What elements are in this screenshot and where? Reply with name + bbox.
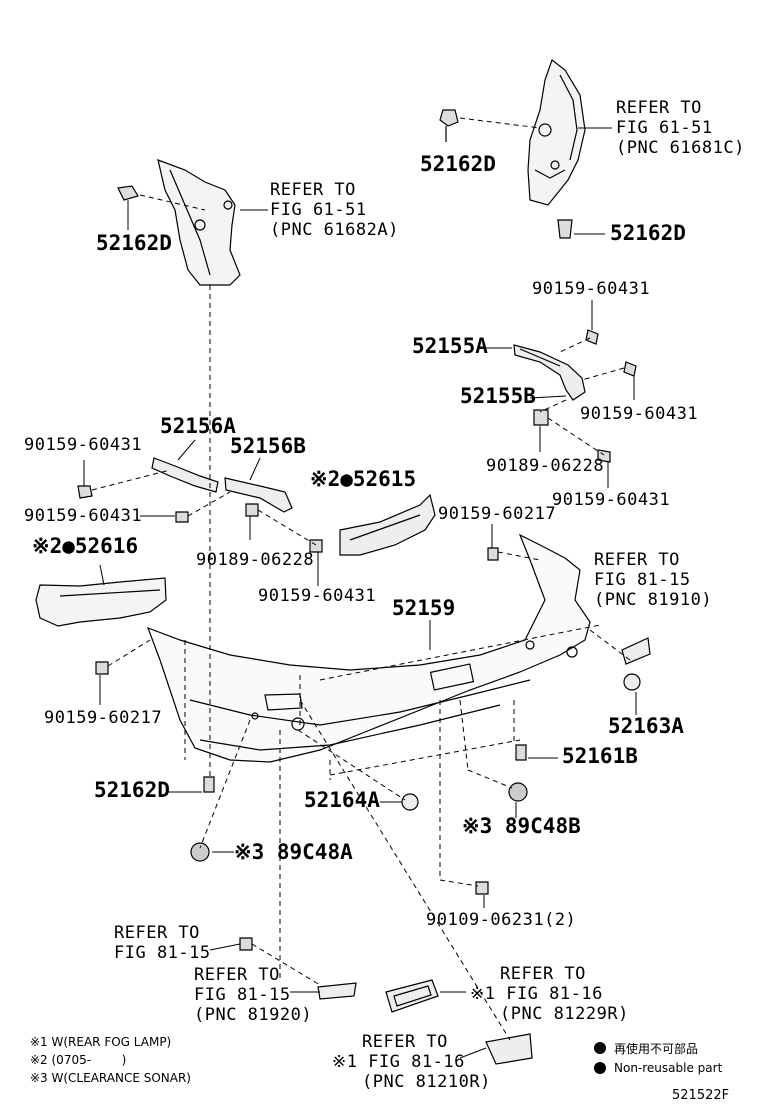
refer-61682A-l1: REFER TO: [270, 180, 356, 200]
part-52156A: 52156A: [160, 414, 236, 438]
part-52155A: 52155A: [412, 334, 488, 358]
part-90159-60431-f: 90159-60431: [258, 586, 377, 606]
retainer-52156B: [224, 477, 293, 513]
refer-81920-l2: FIG 81-15: [194, 985, 291, 1005]
part-90159-60217-a: 90159-60217: [438, 504, 557, 524]
refer-81210R-l1: REFER TO: [362, 1032, 448, 1052]
refer-81210R-l3: (PNC 81210R): [362, 1072, 491, 1092]
part-90189-06228-b: 90189-06228: [196, 550, 315, 570]
part-90159-60431-c: 90159-60431: [552, 490, 671, 510]
retainer-52155A: [513, 344, 586, 401]
note-3: ※3 W(CLEARANCE SONAR): [30, 1071, 191, 1085]
note-1: ※1 W(REAR FOG LAMP): [30, 1035, 172, 1049]
retainer-52156A: [151, 457, 219, 493]
part-52156B: 52156B: [230, 434, 306, 458]
non-reusable-dot-icon-2: [594, 1062, 606, 1074]
refer-fig81-15-l2: FIG 81-15: [114, 943, 211, 963]
part-90159-60431-b: 90159-60431: [580, 404, 699, 424]
refer-81920-l1: REFER TO: [194, 965, 280, 985]
part-52162D-left: 52162D: [96, 231, 172, 255]
part-90159-60431-e: 90159-60431: [24, 506, 143, 526]
refer-81229R-l3: (PNC 81229R): [500, 1004, 629, 1024]
refer-81229R-l2: ※1 FIG 81-16: [470, 984, 603, 1004]
part-90189-06228-a: 90189-06228: [486, 456, 605, 476]
refer-61681C-l3: (PNC 61681C): [616, 138, 745, 158]
absorber-52615: [339, 493, 436, 556]
part-90159-60431-a: 90159-60431: [532, 279, 651, 299]
figure-id: 521522F: [672, 1088, 730, 1103]
refer-fig81-15-l1: REFER TO: [114, 923, 200, 943]
absorber-52616: [35, 577, 167, 627]
part-90159-60217-b: 90159-60217: [44, 708, 163, 728]
part-52161B: 52161B: [562, 744, 638, 768]
refer-81910-l1: REFER TO: [594, 550, 680, 570]
part-52159: 52159: [392, 596, 456, 620]
part-52162D-bottom: 52162D: [94, 778, 170, 802]
refer-61682A-l3: (PNC 61682A): [270, 220, 399, 240]
part-52162D-top: 52162D: [420, 152, 496, 176]
legend-en: Non-reusable part: [614, 1061, 723, 1075]
refer-81229R-l1: REFER TO: [500, 964, 586, 984]
note-2: ※2 (0705- ): [30, 1053, 127, 1067]
refer-81910-l2: FIG 81-15: [594, 570, 691, 590]
legend-jp: 再使用不可部品: [614, 1042, 699, 1056]
part-52164A: 52164A: [304, 788, 380, 812]
refer-81210R-l2: ※1 FIG 81-16: [332, 1052, 465, 1072]
refer-81920-l3: (PNC 81920): [194, 1005, 313, 1025]
refer-81910-l3: (PNC 81910): [594, 590, 713, 610]
refer-61682A-l2: FIG 61-51: [270, 200, 367, 220]
part-89C48A: ※3 89C48A: [234, 840, 353, 864]
bracket-61681C: [527, 59, 586, 206]
part-90109-06231: 90109-06231(2): [426, 910, 577, 930]
non-reusable-dot-icon: [594, 1042, 606, 1054]
part-52162D-right: 52162D: [610, 221, 686, 245]
refer-61681C-l1: REFER TO: [616, 98, 702, 118]
bracket-61682A: [157, 159, 241, 286]
part-52163A: 52163A: [608, 714, 684, 738]
part-52615: ※2●52615: [310, 467, 417, 491]
part-90159-60431-d: 90159-60431: [24, 435, 143, 455]
part-52155B: 52155B: [460, 384, 536, 408]
refer-61681C-l2: FIG 61-51: [616, 118, 713, 138]
part-89C48B: ※3 89C48B: [462, 814, 581, 838]
part-52616: ※2●52616: [32, 534, 139, 558]
